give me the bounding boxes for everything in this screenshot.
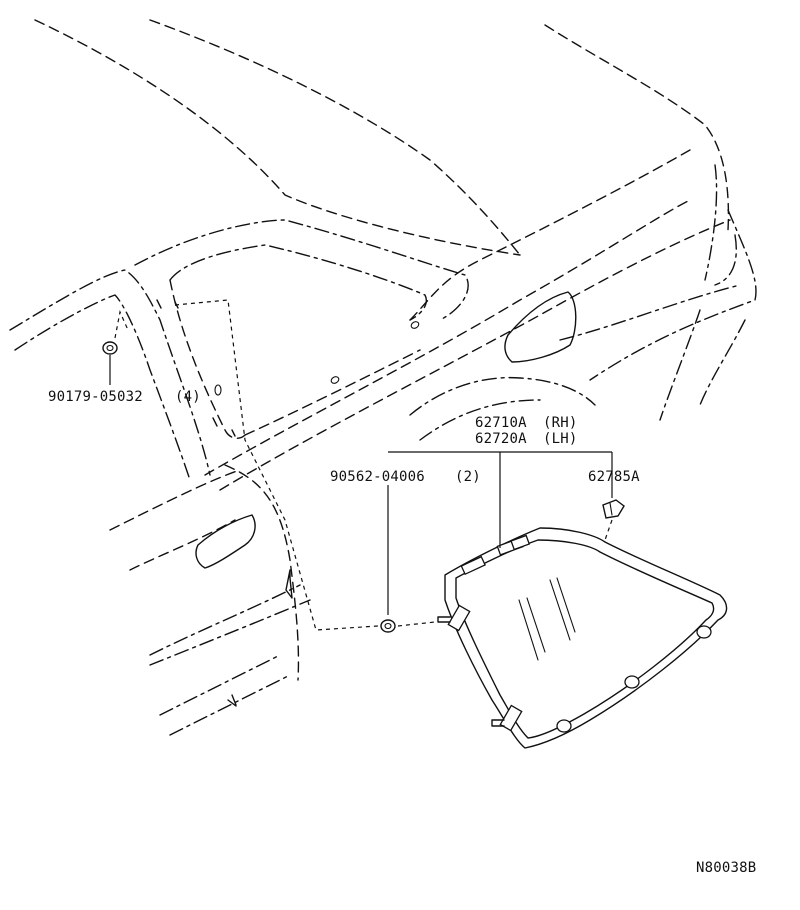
- label-clip-qty: (2): [455, 469, 481, 485]
- retainer-locator-dash: [604, 519, 613, 541]
- retainer-clip-icon: [602, 499, 625, 519]
- label-glass-lh-side: (LH): [543, 431, 578, 447]
- label-clip-number: 90562-04006: [330, 469, 425, 485]
- label-retainer-number: 62785A: [588, 469, 640, 485]
- label-glass-rh-number: 62710A: [475, 415, 527, 431]
- door-handle-recess: [195, 514, 256, 569]
- label-nut-qty: (4): [175, 389, 201, 405]
- clip-nut-icon: [380, 619, 396, 633]
- car-body-outline: [9, 19, 757, 736]
- clip-locator-dash: [174, 299, 379, 631]
- label-glass-rh-side: (RH): [543, 415, 578, 431]
- part-labels: 90179-05032 (4) 62710A (RH) 62720A (LH) …: [48, 389, 756, 876]
- nut-locator-dash: [114, 310, 129, 339]
- fuel-lid-outline: [504, 291, 577, 363]
- label-glass-lh-number: 62720A: [475, 431, 527, 447]
- label-nut-number: 90179-05032: [48, 389, 143, 405]
- nut-icon: [102, 341, 118, 355]
- quarter-window-glass: [437, 527, 728, 749]
- door-latch: [285, 569, 293, 599]
- drawing-code: N80038B: [696, 860, 756, 876]
